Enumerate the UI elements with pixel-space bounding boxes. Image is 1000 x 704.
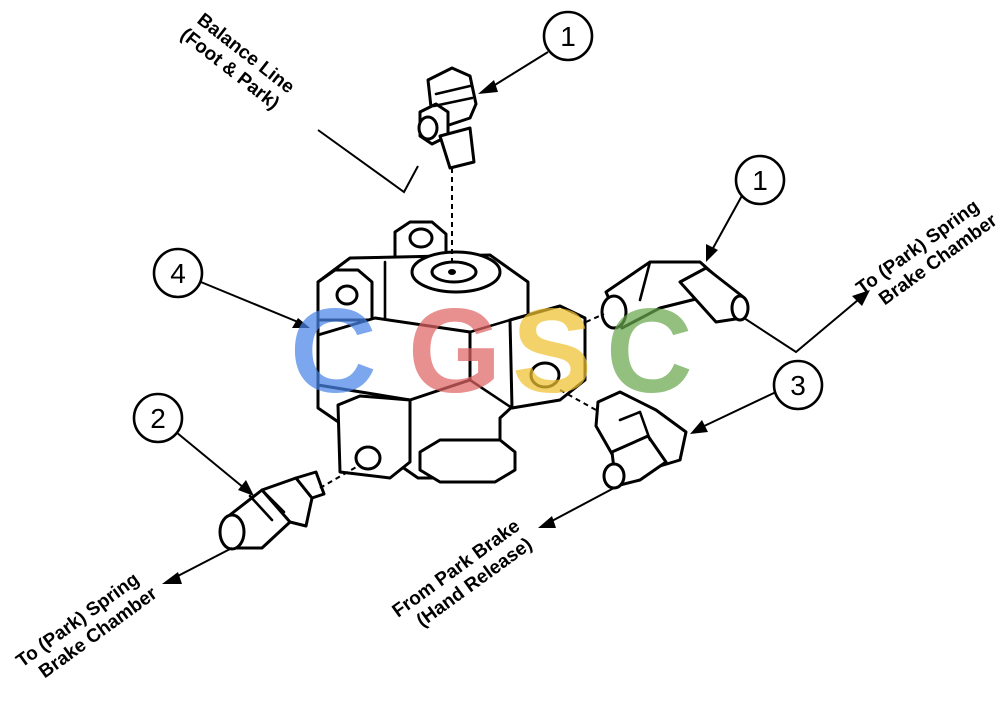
watermark-letter-2: G [408,284,501,418]
label-to-spring-left: To (Park) Spring Brake Chamber [13,569,162,683]
callout-1-top-number: 1 [560,21,576,52]
callout-4: 4 [152,247,204,299]
label-balance-line: Balance Line (Foot & Park) [176,9,298,114]
callout-3: 3 [772,359,824,411]
callout-2-number: 2 [150,403,166,434]
callout-3-number: 3 [790,370,806,401]
assembly-lines [319,168,605,489]
watermark-letter-4: C [606,284,693,418]
balance-line-leader [317,129,419,194]
watermark-letter-1: C [290,284,377,418]
callout-1-right: 1 [734,154,786,206]
callout-1-right-number: 1 [752,165,768,196]
callout-leaders [175,51,777,496]
watermark: C G S C [290,284,693,418]
valve-body [316,220,587,484]
watermark-letter-3: S [512,284,592,418]
elbow-fitting-right [600,260,750,330]
callout-4-number: 4 [170,258,186,289]
flow-arrows [162,290,870,584]
callout-2: 2 [132,392,184,444]
label-from-park-brake: From Park Brake (Hand Release) [389,516,537,632]
straight-fitting [218,470,326,551]
elbow-fitting-lower [594,390,688,490]
callout-1-top: 1 [542,10,594,62]
elbow-fitting-top [417,66,478,170]
label-to-spring-right: To (Park) Spring Brake Chamber [853,196,1000,310]
